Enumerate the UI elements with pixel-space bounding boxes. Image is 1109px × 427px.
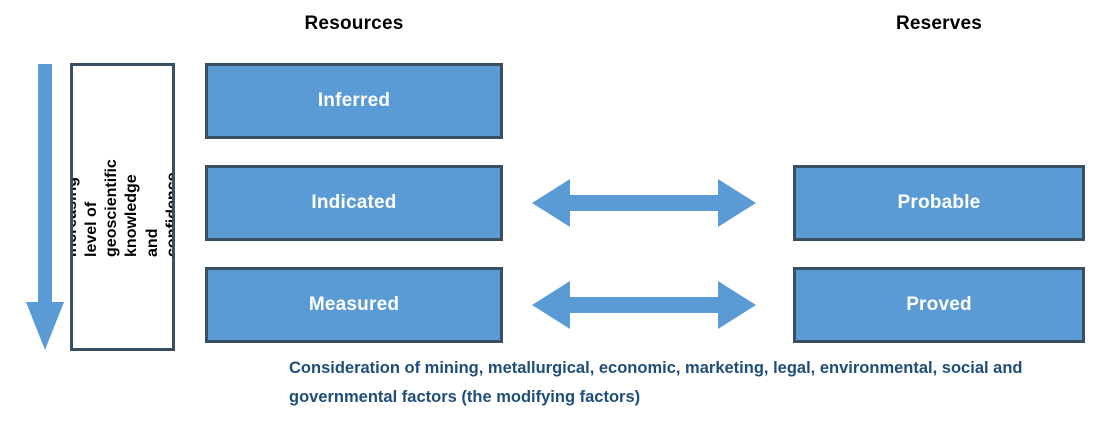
resource-box-measured-label: Measured: [308, 294, 400, 315]
knowledge-confidence-label-box: Increasing level of geoscientific knowle…: [70, 63, 175, 351]
modifying-factors-caption: Consideration of mining, metallurgical, …: [289, 359, 1023, 407]
resource-box-inferred[interactable]: Inferred: [205, 63, 503, 139]
resource-box-measured[interactable]: Measured: [205, 267, 503, 343]
reserve-box-proved-label: Proved: [906, 294, 972, 315]
resource-box-indicated[interactable]: Indicated: [205, 165, 503, 241]
down-arrow-icon: [26, 64, 64, 350]
column-header-resources: Resources: [304, 13, 404, 34]
resource-box-inferred-label: Inferred: [317, 90, 391, 111]
double-headed-arrow-icon-indicated-probable: [532, 175, 756, 231]
resource-box-indicated-label: Indicated: [311, 192, 397, 213]
double-headed-arrow-icon-measured-proved: [532, 277, 756, 333]
reserve-box-probable-label: Probable: [897, 192, 981, 213]
reserve-box-proved[interactable]: Proved: [793, 267, 1085, 343]
knowledge-confidence-label: Increasing level of geoscientific knowle…: [70, 158, 175, 257]
column-header-reserves: Reserves: [895, 13, 983, 34]
reserve-box-probable[interactable]: Probable: [793, 165, 1085, 241]
